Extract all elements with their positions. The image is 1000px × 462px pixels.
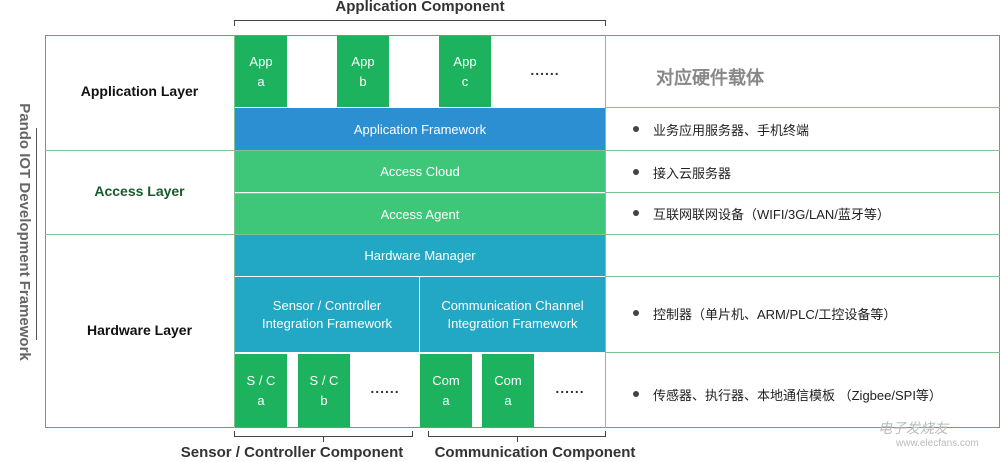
- sc-b-line2: b: [320, 392, 328, 408]
- bullet-icon: [633, 210, 639, 216]
- sensor-framework-line1: Sensor / Controller: [272, 297, 382, 313]
- bullet-icon: [633, 391, 639, 397]
- app-block-b: App b: [337, 36, 389, 107]
- sensor-component-b: S / C b: [298, 354, 350, 427]
- app-block-a: App a: [235, 36, 287, 107]
- separator-info-1: [605, 107, 1000, 108]
- column-divider-left: [234, 35, 235, 428]
- bullet-icon: [633, 169, 639, 175]
- com-b-line2: a: [504, 392, 512, 408]
- access-cloud-block: Access Cloud: [235, 151, 605, 192]
- app-block-c: App c: [439, 36, 491, 107]
- hardware-manager-block: Hardware Manager: [235, 235, 605, 276]
- watermark-logo-text: 电子发烧友: [878, 420, 948, 436]
- hardware-carrier-title: 对应硬件载体: [656, 68, 764, 88]
- application-layer-label: Application Layer: [80, 83, 199, 99]
- com-a-line1: Com: [432, 372, 460, 388]
- application-component-bracket: [234, 20, 606, 26]
- hardware-layer-label: Hardware Layer: [86, 322, 193, 338]
- app-b-line2: b: [359, 73, 367, 89]
- sc-b-line1: S / C: [309, 372, 339, 388]
- sensor-component-bracket: [234, 431, 413, 437]
- app-b-line1: App: [351, 53, 375, 69]
- comm-framework-line1: Communication Channel: [441, 297, 584, 313]
- comm-integration-framework-block: Communication Channel Integration Framew…: [420, 277, 605, 352]
- access-layer-label: Access Layer: [94, 183, 185, 199]
- com-b-line1: Com: [494, 372, 522, 388]
- sensor-framework-line2: Integration Framework: [261, 315, 393, 331]
- side-title: Pando IOT Development Framework: [16, 103, 34, 361]
- bullet-icon: [633, 310, 639, 316]
- separator-info-2: [605, 192, 1000, 193]
- carrier-item-3: 互联网联网设备（WIFI/3G/LAN/蓝牙等）: [633, 202, 993, 224]
- carrier-item-3-text: 互联网联网设备（WIFI/3G/LAN/蓝牙等）: [653, 206, 890, 222]
- separator-info-3: [605, 276, 1000, 277]
- sc-a-line1: S / C: [246, 372, 276, 388]
- carrier-item-1-text: 业务应用服务器、手机终端: [653, 122, 810, 138]
- watermark-url: www.elecfans.com: [896, 438, 979, 449]
- application-component-caption: Application Component: [335, 0, 505, 15]
- sensor-component-a: S / C a: [235, 354, 287, 427]
- comm-component-a: Com a: [420, 354, 472, 427]
- sensor-more-ellipsis: ......: [370, 380, 400, 396]
- carrier-item-4-text: 控制器（单片机、ARM/PLC/工控设备等）: [653, 306, 897, 322]
- app-c-line2: c: [461, 73, 469, 89]
- carrier-item-2: 接入云服务器: [633, 161, 993, 183]
- sc-a-line2: a: [257, 392, 265, 408]
- carrier-item-2-text: 接入云服务器: [653, 165, 732, 181]
- sensor-integration-framework-block: Sensor / Controller Integration Framewor…: [235, 277, 419, 352]
- comm-bracket-tick: [517, 437, 518, 442]
- communication-component-caption: Communication Component: [434, 443, 636, 461]
- column-divider-right: [605, 35, 606, 428]
- comm-framework-line2: Integration Framework: [447, 315, 578, 331]
- application-framework-block: Application Framework: [235, 108, 605, 150]
- separator-info-4: [605, 352, 1000, 353]
- sensor-bracket-tick: [323, 437, 324, 442]
- side-title-bracket: [36, 128, 40, 340]
- carrier-item-4: 控制器（单片机、ARM/PLC/工控设备等）: [633, 302, 993, 324]
- app-c-line1: App: [453, 53, 477, 69]
- comm-component-bracket: [428, 431, 606, 437]
- separator-app-access: [45, 150, 1000, 151]
- carrier-item-5: 传感器、执行器、本地通信模板 （Zigbee/SPI等）: [633, 383, 995, 405]
- bullet-icon: [633, 126, 639, 132]
- app-a-line2: a: [257, 73, 265, 89]
- carrier-item-5-text: 传感器、执行器、本地通信模板 （Zigbee/SPI等）: [653, 387, 942, 403]
- access-agent-block: Access Agent: [235, 193, 605, 234]
- separator-access-hardware: [45, 234, 1000, 235]
- apps-more-ellipsis: ......: [530, 62, 560, 78]
- comm-component-b: Com a: [482, 354, 534, 427]
- sensor-component-caption: Sensor / Controller Component: [180, 443, 404, 461]
- app-a-line1: App: [249, 53, 273, 69]
- com-a-line2: a: [442, 392, 450, 408]
- comm-more-ellipsis: ......: [555, 380, 585, 396]
- carrier-item-1: 业务应用服务器、手机终端: [633, 118, 993, 140]
